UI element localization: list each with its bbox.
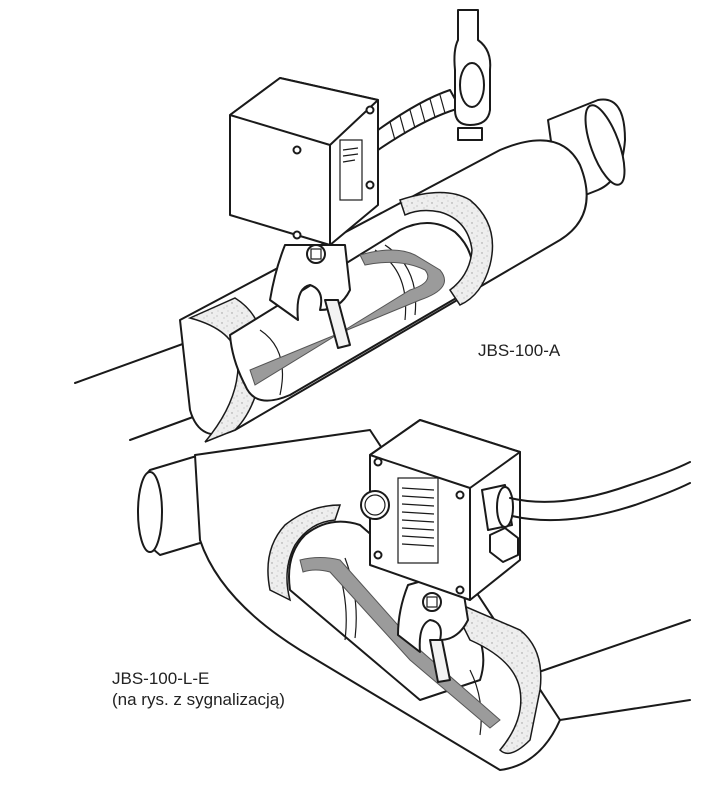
flex-conduit-top [377, 89, 461, 151]
insulation-cut-right [399, 191, 494, 306]
heating-tape-top [249, 249, 445, 386]
heating-tape-bottom [299, 557, 501, 729]
cold-lead-bottom [429, 639, 451, 683]
stand-label-bottom [422, 592, 442, 612]
pipe-band-1 [259, 329, 284, 396]
hex-plug [489, 527, 519, 563]
label-jbs-100-l-e: JBS-100-L-E (na rys. z sygnalizacją) [112, 668, 285, 710]
insulation-cut-bottom-right [448, 598, 542, 755]
assembly-jbs-100-l-e [137, 419, 691, 771]
box-label-top [339, 139, 363, 201]
label-model-name: JBS-100-L-E [112, 669, 210, 688]
pipe-band-4 [469, 669, 482, 736]
stand-label-top [306, 244, 326, 264]
label-note: (na rys. z sygnalizacją) [112, 690, 285, 709]
cold-lead-top [324, 299, 351, 349]
assembly-jbs-100-a [74, 9, 626, 443]
insulation-cut-bottom-left [267, 504, 342, 602]
label-jbs-100-a: JBS-100-A [478, 341, 561, 360]
power-cable [509, 461, 691, 503]
box-label-bottom [397, 477, 439, 564]
